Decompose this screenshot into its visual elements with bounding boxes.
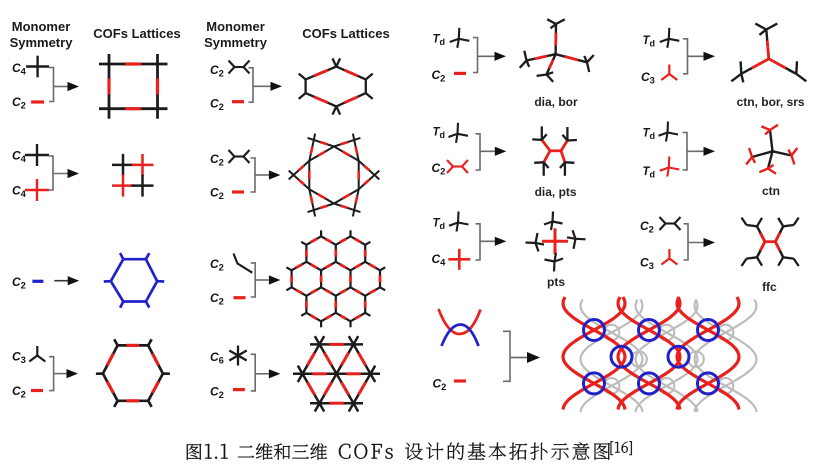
svg-text:Symmetry: Symmetry	[204, 35, 268, 50]
svg-text:Monomer: Monomer	[206, 19, 265, 34]
svg-text:COFs Lattices: COFs Lattices	[302, 26, 389, 41]
svg-text:Symmetry: Symmetry	[10, 35, 74, 50]
svg-text:ctn, bor, srs: ctn, bor, srs	[737, 95, 805, 109]
svg-text:dia, pts: dia, pts	[535, 185, 577, 199]
svg-text:dia, bor: dia, bor	[534, 95, 578, 109]
svg-text:ctn: ctn	[762, 184, 780, 198]
svg-text:COFs Lattices: COFs Lattices	[93, 26, 180, 41]
svg-text:ffc: ffc	[762, 280, 777, 294]
svg-text:pts: pts	[547, 275, 565, 289]
svg-text:Monomer: Monomer	[12, 19, 71, 34]
